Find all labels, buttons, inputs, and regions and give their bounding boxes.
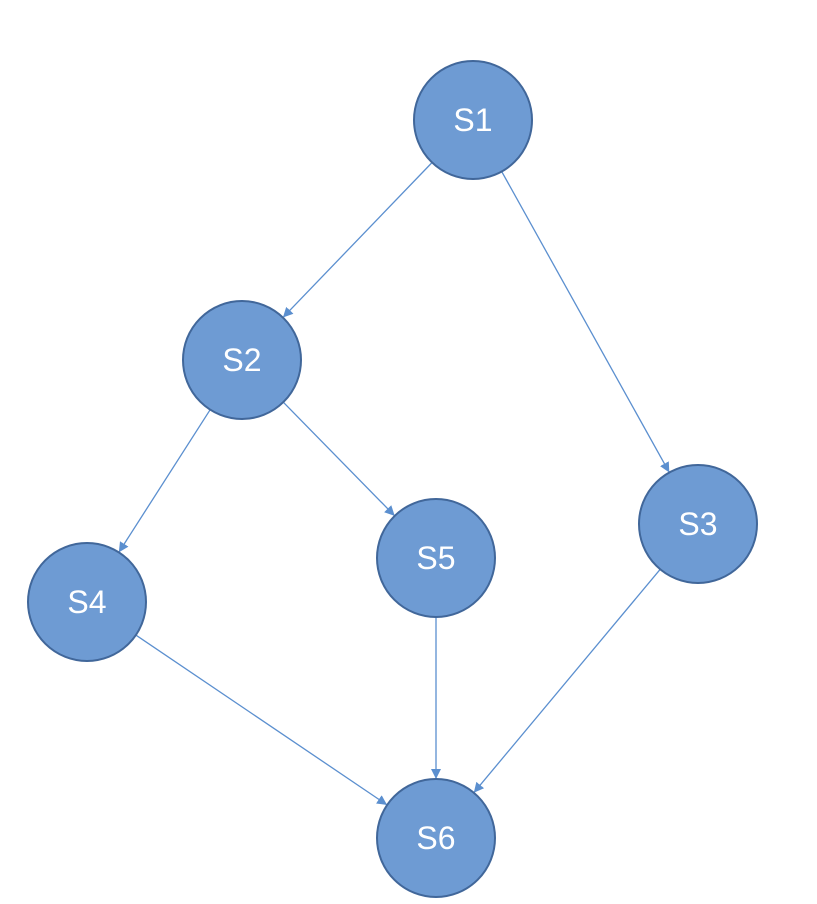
node-label-s1: S1: [453, 102, 492, 138]
node-label-s2: S2: [222, 342, 261, 378]
node-circle-s1: [413, 60, 533, 180]
edge-s1-to-s2: [282, 162, 433, 318]
edge-s1-to-s3: [501, 171, 670, 473]
node-label-s6: S6: [416, 820, 455, 856]
edge-s2-to-s5: [282, 401, 395, 516]
node-label-s3: S3: [678, 506, 717, 542]
edges-layer: [118, 162, 670, 805]
node-s6: S6: [376, 778, 496, 898]
edge-s2-to-s4: [118, 409, 211, 553]
node-circle-s5: [376, 498, 496, 618]
node-s5: S5: [376, 498, 496, 618]
node-circle-s6: [376, 778, 496, 898]
node-s3: S3: [638, 464, 758, 584]
edge-s3-to-s6: [473, 568, 661, 793]
edge-s4-to-s6: [135, 634, 388, 805]
node-label-s4: S4: [67, 584, 106, 620]
node-s1: S1: [413, 60, 533, 180]
node-circle-s4: [27, 542, 147, 662]
node-label-s5: S5: [416, 540, 455, 576]
node-s4: S4: [27, 542, 147, 662]
node-s2: S2: [182, 300, 302, 420]
node-circle-s2: [182, 300, 302, 420]
node-circle-s3: [638, 464, 758, 584]
